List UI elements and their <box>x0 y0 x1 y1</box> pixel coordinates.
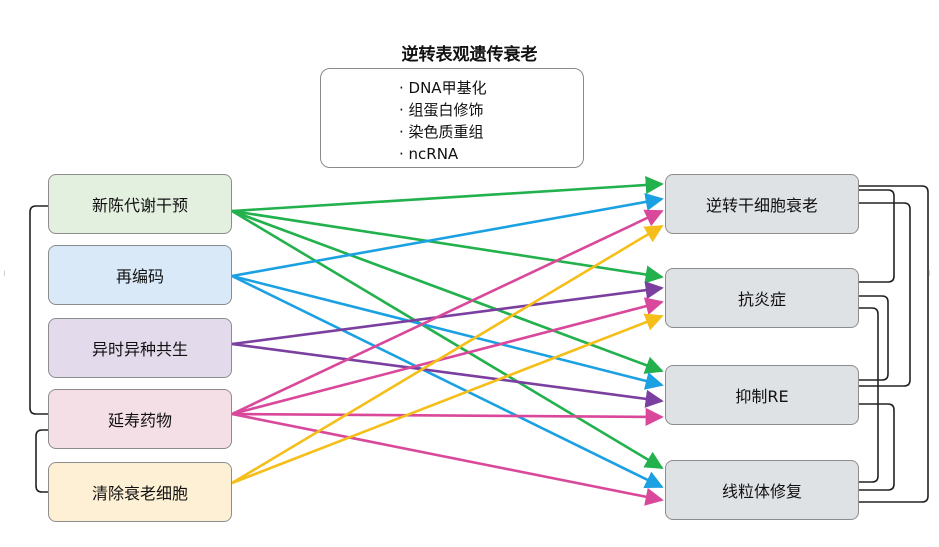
outcome-anti-inflammation-label: 抗炎症 <box>737 290 786 309</box>
outcome-mitochondrial-repair: 线粒体修复 <box>665 460 859 520</box>
epigenetics-list: · DNA甲基化 · 组蛋白修饰 · 染色质重组 · ncRNA <box>399 71 487 165</box>
intervention-parabiosis-label: 异时异种共生 <box>91 340 188 359</box>
bracket-line-8 <box>859 403 895 491</box>
arrow-metabolic-to-suppressRE <box>231 209 664 374</box>
epigenetics-box: · DNA甲基化 · 组蛋白修饰 · 染色质重组 · ncRNA <box>320 68 584 168</box>
intervention-parabiosis: 异时异种共生 <box>48 318 232 378</box>
arrow-reprogramming-to-suppressRE <box>231 274 664 390</box>
bracket-line-7 <box>859 307 879 483</box>
bracket-line-6 <box>859 295 889 381</box>
arrow-parabiosis-to-antiinflam <box>231 281 664 346</box>
arrow-lifespan-to-suppressRE <box>231 407 664 426</box>
intervention-senolytics: 清除衰老细胞 <box>48 462 232 522</box>
arrow-parabiosis-to-suppressRE <box>231 342 664 408</box>
arrow-lifespan-to-antiinflam <box>231 297 664 416</box>
outcome-mitochondrial-repair-label: 线粒体修复 <box>721 482 802 501</box>
bracket-line-3 <box>859 189 895 283</box>
intervention-lifespan-drugs: 延寿药物 <box>48 389 232 449</box>
arrow-lifespan-to-mito <box>231 412 664 506</box>
arrow-lifespan-to-reverse <box>231 209 664 416</box>
left-edge-tick: ı <box>3 268 6 279</box>
bracket-line-2 <box>35 429 48 493</box>
intervention-lifespan-drugs-label: 延寿药物 <box>107 411 172 430</box>
intervention-reprogramming-label: 再编码 <box>115 267 164 286</box>
outcome-suppress-re-label: 抑制RE <box>735 387 789 406</box>
arrow-reprogramming-to-mito <box>231 274 664 489</box>
arrow-metabolic-to-mito <box>231 209 664 470</box>
right-edge-tick: ı <box>928 268 931 279</box>
arrow-metabolic-to-antiinflam <box>231 209 664 284</box>
arrow-metabolic-to-reverse <box>231 175 664 213</box>
outcome-reverse-stem-cell-aging: 逆转干细胞衰老 <box>665 174 859 234</box>
arrow-senolytics-to-reverse <box>231 224 664 485</box>
bracket-line-4 <box>859 202 911 387</box>
outcome-anti-inflammation: 抗炎症 <box>665 268 859 328</box>
arrow-senolytics-to-antiinflam <box>231 313 664 485</box>
epigenetics-item-ncrna: · ncRNA <box>399 145 459 163</box>
bracket-line-5 <box>859 185 929 503</box>
outcome-suppress-re: 抑制RE <box>665 365 859 425</box>
intervention-metabolic-label: 新陈代谢干预 <box>91 196 188 215</box>
bracket-lines <box>29 185 929 503</box>
arrow-reprogramming-to-reverse <box>231 192 664 278</box>
bracket-line-1 <box>29 205 48 415</box>
intervention-metabolic: 新陈代谢干预 <box>48 174 232 234</box>
outcome-reverse-stem-cell-aging-label: 逆转干细胞衰老 <box>705 196 818 215</box>
epigenetics-item-chromatin-remodeling: · 染色质重组 <box>399 123 484 141</box>
epigenetics-item-dna-methylation: · DNA甲基化 <box>399 79 487 97</box>
epigenetics-item-histone-modification: · 组蛋白修饰 <box>399 101 484 119</box>
arrow-links <box>231 175 664 506</box>
diagram-title: 逆转表观遗传衰老 <box>401 45 538 65</box>
intervention-reprogramming: 再编码 <box>48 245 232 305</box>
intervention-senolytics-label: 清除衰老细胞 <box>91 484 188 503</box>
